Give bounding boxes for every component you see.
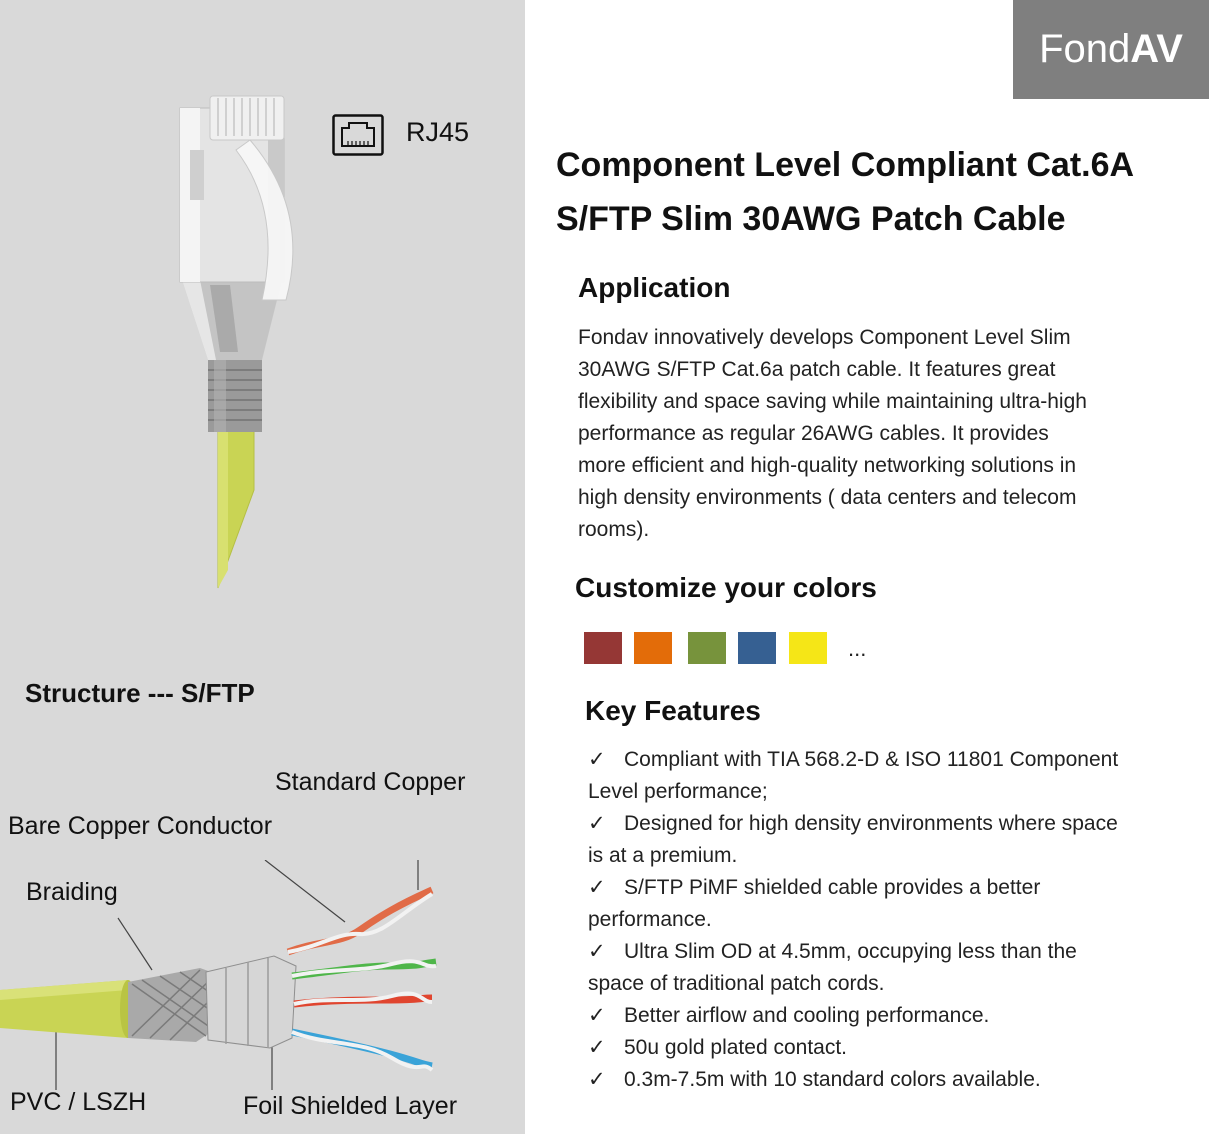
- callout-jacket: PVC / LSZH: [10, 1088, 147, 1116]
- product-title-line-1: Component Level Compliant Cat.6A: [556, 146, 1135, 184]
- check-icon: ✓: [588, 812, 606, 835]
- color-swatch-orange: [634, 632, 672, 664]
- application-description: Fondav innovatively develops Component L…: [578, 322, 1198, 546]
- feature-item: ✓ S/FTP PiMF shielded cable provides a be…: [588, 872, 1203, 936]
- application-line: flexibility and space saving while maint…: [578, 390, 1087, 413]
- feature-text: Ultra Slim OD at 4.5mm, occupying less t…: [624, 940, 1077, 963]
- feature-text-continued: is at a premium.: [588, 844, 738, 867]
- application-line: performance as regular 26AWG cables. It …: [578, 422, 1049, 445]
- color-swatch-yellow: [789, 632, 827, 664]
- cable-structure-illustration: [0, 860, 437, 1090]
- feature-item: ✓ 0.3m-7.5m with 10 standard colors avail…: [588, 1064, 1203, 1096]
- check-icon: ✓: [588, 1036, 606, 1059]
- callout-bare-copper-conductor: Bare Copper Conductor: [8, 812, 273, 840]
- feature-item: ✓ Compliant with TIA 568.2-D & ISO 11801 …: [588, 744, 1203, 808]
- rj45-connector-illustration: [179, 95, 294, 589]
- feature-text: Designed for high density environments w…: [624, 812, 1118, 835]
- product-image-panel: RJ45 Structure --- S/FTP: [0, 0, 525, 1134]
- feature-text: Better airflow and cooling performance.: [624, 1004, 990, 1027]
- callout-standard-copper: Standard Copper: [275, 768, 466, 796]
- check-icon: ✓: [588, 876, 606, 899]
- feature-text-continued: Level performance;: [588, 780, 768, 803]
- application-line: 30AWG S/FTP Cat.6a patch cable. It featu…: [578, 358, 1056, 381]
- product-title: Component Level Compliant Cat.6A S/FTP S…: [556, 138, 1206, 246]
- application-line: rooms).: [578, 518, 650, 541]
- structure-heading: Structure --- S/FTP: [25, 678, 255, 708]
- color-swatch-blue: [738, 632, 776, 664]
- features-list: ✓ Compliant with TIA 568.2-D & ISO 11801 …: [588, 744, 1203, 1096]
- check-icon: ✓: [588, 1004, 606, 1027]
- application-heading: Application: [578, 272, 731, 303]
- color-swatch-red: [584, 632, 622, 664]
- brand-name-regular: Fond: [1039, 27, 1131, 71]
- features-heading: Key Features: [585, 695, 761, 726]
- feature-item: ✓ Better airflow and cooling performance.: [588, 1000, 1203, 1032]
- callout-braiding: Braiding: [26, 878, 118, 906]
- application-line: more efficient and high-quality networki…: [578, 454, 1077, 477]
- rj45-label: RJ45: [406, 117, 470, 147]
- color-swatch-green: [688, 632, 726, 664]
- brand-name-bold: AV: [1130, 27, 1183, 71]
- product-title-line-2: S/FTP Slim 30AWG Patch Cable: [556, 200, 1066, 238]
- application-line: Fondav innovatively develops Component L…: [578, 326, 1071, 349]
- check-icon: ✓: [588, 1068, 606, 1091]
- callout-foil-shielded-layer: Foil Shielded Layer: [243, 1092, 458, 1120]
- colors-heading: Customize your colors: [575, 572, 877, 603]
- feature-item: ✓ 50u gold plated contact.: [588, 1032, 1203, 1064]
- feature-text-continued: performance.: [588, 908, 712, 931]
- more-colors-ellipsis: ...: [848, 636, 867, 661]
- check-icon: ✓: [588, 748, 606, 771]
- feature-text-continued: space of traditional patch cords.: [588, 972, 885, 995]
- feature-text: 50u gold plated contact.: [624, 1036, 848, 1059]
- feature-text: S/FTP PiMF shielded cable provides a bet…: [624, 876, 1041, 899]
- feature-text: 0.3m-7.5m with 10 standard colors availa…: [624, 1068, 1041, 1091]
- application-line: high density environments ( data centers…: [578, 486, 1077, 509]
- feature-text: Compliant with TIA 568.2-D & ISO 11801 C…: [624, 748, 1119, 771]
- feature-item: ✓ Ultra Slim OD at 4.5mm, occupying less …: [588, 936, 1203, 1000]
- check-icon: ✓: [588, 940, 606, 963]
- rj45-port-icon: [332, 114, 384, 156]
- feature-item: ✓ Designed for high density environments …: [588, 808, 1203, 872]
